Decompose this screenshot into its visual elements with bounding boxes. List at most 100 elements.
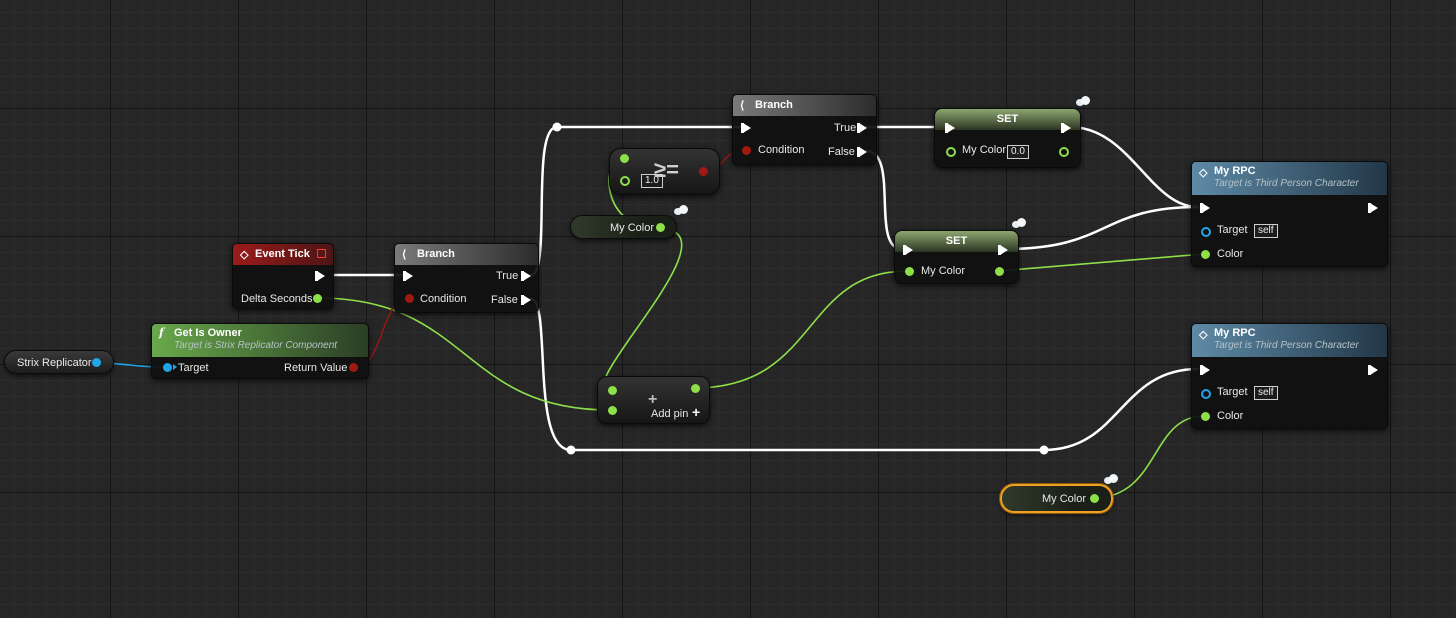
add-output-pin[interactable] — [691, 384, 700, 393]
branch-1-exec-in-pin[interactable] — [403, 271, 413, 281]
set-2-title: SET — [945, 235, 968, 247]
function-icon: f — [159, 326, 164, 339]
branch-node-2[interactable]: ⟨ Branch True Condition False — [732, 94, 877, 165]
set-1-title: SET — [996, 113, 1019, 125]
compare-output-pin[interactable] — [699, 167, 708, 176]
set-node-1[interactable]: SET My Color 0.0 — [934, 108, 1081, 168]
float-wire-mycolor-add — [603, 228, 683, 391]
my-rpc-2-color-pin[interactable] — [1201, 412, 1210, 421]
branch-2-false-label: False — [828, 146, 855, 158]
branch-2-exec-in-pin[interactable] — [741, 123, 751, 133]
set-1-exec-out-pin[interactable] — [1061, 123, 1071, 133]
branch-2-condition-pin[interactable] — [742, 146, 751, 155]
branch-1-title: Branch — [417, 248, 455, 260]
my-rpc-1-color-label: Color — [1217, 248, 1244, 260]
event-tick-header[interactable]: ◇ Event Tick — [233, 244, 333, 265]
my-rpc-1-target-value[interactable]: self — [1254, 224, 1278, 238]
my-rpc-2-header[interactable]: ◇ My RPC Target is Third Person Characte… — [1192, 324, 1387, 357]
get-is-owner-header[interactable]: f Get Is Owner Target is Strix Replicato… — [152, 324, 368, 357]
branch-2-condition-label: Condition — [758, 144, 805, 156]
my-color-getter-1[interactable]: My Color — [570, 215, 677, 239]
set-2-exec-out-pin[interactable] — [998, 245, 1008, 255]
my-rpc-1-exec-out-pin[interactable] — [1368, 203, 1378, 213]
compare-input-b-pin[interactable] — [620, 176, 630, 186]
my-rpc-2-color-label: Color — [1217, 410, 1244, 422]
add-pin-plus-icon[interactable]: + — [692, 404, 701, 420]
delta-seconds-pin[interactable] — [313, 294, 322, 303]
reroute-knot-1 — [552, 122, 562, 132]
my-rpc-1-exec-in-pin[interactable] — [1200, 203, 1210, 213]
strix-replicator-pin[interactable] — [92, 358, 101, 367]
set-2-header[interactable]: SET — [895, 231, 1018, 252]
my-rpc-2-exec-in-pin[interactable] — [1200, 365, 1210, 375]
my-color-getter-2[interactable]: My Color — [1000, 484, 1113, 513]
my-color-getter-2-label: My Color — [1042, 493, 1087, 505]
add-operator-icon: + — [648, 391, 658, 408]
my-rpc-1-target-label: Target — [1217, 224, 1248, 236]
branch-1-false-label: False — [491, 294, 518, 306]
branch-node-1[interactable]: ⟨ Branch True Condition False — [394, 243, 539, 313]
set-1-header[interactable]: SET — [935, 109, 1080, 130]
float-wire-mycolor-rpc2 — [1092, 415, 1205, 499]
event-close-icon — [317, 249, 326, 258]
get-is-owner-node[interactable]: f Get Is Owner Target is Strix Replicato… — [151, 323, 369, 379]
compare-node[interactable]: 1.0 ≥= — [609, 148, 720, 195]
branch-2-false-pin[interactable] — [857, 147, 867, 157]
my-rpc-1-header[interactable]: ◇ My RPC Target is Third Person Characte… — [1192, 162, 1387, 195]
add-input-a-pin[interactable] — [608, 386, 617, 395]
my-color-getter-2-pin[interactable] — [1090, 494, 1099, 503]
branch-icon: ⟨ — [402, 249, 407, 261]
branch-1-condition-label: Condition — [420, 293, 467, 305]
set-node-2[interactable]: SET My Color — [894, 230, 1019, 284]
set-2-value-pin[interactable] — [905, 267, 914, 276]
my-rpc-1-target-pin[interactable] — [1201, 227, 1211, 237]
exec-wire-set2-rpc1 — [1004, 205, 1200, 251]
set-1-value-pin[interactable] — [946, 147, 956, 157]
strix-replicator-getter[interactable]: Strix Replicator — [4, 350, 114, 374]
branch-2-true-pin[interactable] — [857, 123, 867, 133]
compare-value-box[interactable]: 1.0 — [641, 174, 663, 188]
my-rpc-node-1[interactable]: ◇ My RPC Target is Third Person Characte… — [1191, 161, 1388, 267]
branch-2-header[interactable]: ⟨ Branch — [733, 95, 876, 116]
add-node[interactable]: + Add pin + — [597, 376, 710, 424]
event-tick-node[interactable]: ◇ Event Tick Delta Seconds — [232, 243, 334, 309]
my-rpc-2-exec-out-pin[interactable] — [1368, 365, 1378, 375]
my-rpc-2-target-pin[interactable] — [1201, 389, 1211, 399]
branch-1-true-pin[interactable] — [521, 271, 531, 281]
branch-2-true-label: True — [834, 122, 857, 134]
float-wire-add-set2 — [693, 270, 909, 389]
my-rpc-1-color-pin[interactable] — [1201, 250, 1210, 259]
float-wire-set2-rpc1 — [998, 253, 1205, 272]
branch-2-title: Branch — [755, 99, 793, 111]
set-1-exec-in-pin[interactable] — [945, 123, 955, 133]
set-1-output-pin[interactable] — [1059, 147, 1069, 157]
set-2-exec-in-pin[interactable] — [903, 245, 913, 255]
set-1-field-label: My Color — [962, 144, 1007, 156]
compare-operator-icon: ≥= — [654, 157, 679, 182]
branch-icon: ⟨ — [740, 100, 745, 112]
get-is-owner-target-pin[interactable] — [163, 363, 172, 372]
my-color-getter-1-pin[interactable] — [656, 223, 665, 232]
branch-1-header[interactable]: ⟨ Branch — [395, 244, 538, 265]
delta-seconds-label: Delta Seconds — [241, 293, 313, 305]
exec-wire-branch1-false-reroute — [529, 297, 573, 452]
set-2-field-label: My Color — [921, 265, 966, 277]
add-input-b-pin[interactable] — [608, 406, 617, 415]
branch-1-false-pin[interactable] — [521, 295, 531, 305]
set-1-value-box[interactable]: 0.0 — [1007, 145, 1029, 159]
event-tick-title: Event Tick — [255, 248, 310, 260]
branch-1-condition-pin[interactable] — [405, 294, 414, 303]
event-tick-exec-out-pin[interactable] — [315, 271, 325, 281]
get-is-owner-subtitle: Target is Strix Replicator Component — [174, 340, 338, 351]
return-value-pin[interactable] — [349, 363, 358, 372]
my-rpc-2-target-value[interactable]: self — [1254, 386, 1278, 400]
exec-wire-reroute-rpc2 — [1042, 367, 1200, 452]
compare-input-a-pin[interactable] — [620, 154, 629, 163]
reroute-knot-3 — [1039, 445, 1049, 455]
target-arrow-icon — [173, 364, 177, 370]
diamond-icon: ◇ — [1199, 329, 1208, 341]
strix-replicator-label: Strix Replicator — [17, 357, 92, 369]
set-2-output-pin[interactable] — [995, 267, 1004, 276]
add-pin-label[interactable]: Add pin — [651, 408, 689, 420]
my-rpc-node-2[interactable]: ◇ My RPC Target is Third Person Characte… — [1191, 323, 1388, 429]
